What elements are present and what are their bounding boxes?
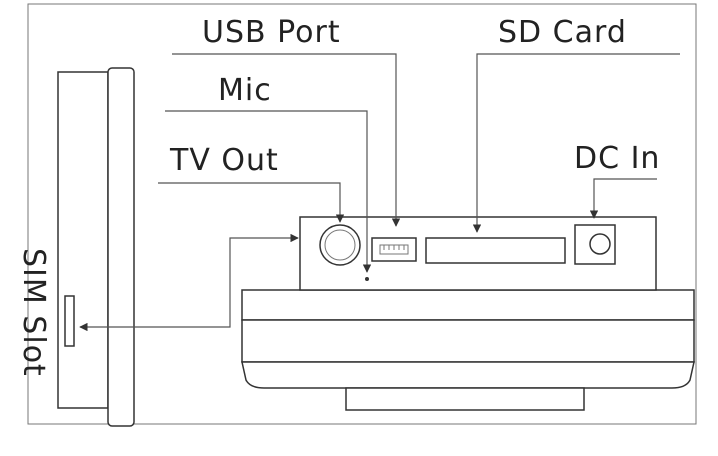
tv-out-leader bbox=[158, 182, 345, 223]
dc-in-leader bbox=[589, 178, 657, 219]
sd-card-leader bbox=[472, 53, 680, 233]
dc-in-label: DC In bbox=[574, 141, 660, 176]
dc-in-jack bbox=[574, 224, 616, 265]
sim-slot-opening bbox=[64, 295, 75, 347]
usb-port-leader bbox=[172, 53, 401, 227]
sd-card-slot bbox=[425, 237, 566, 264]
diagram-frame bbox=[27, 3, 697, 425]
sd-card-label: SD Card bbox=[498, 15, 627, 50]
tv-out-jack bbox=[319, 224, 361, 266]
sim-slot-link bbox=[79, 233, 299, 332]
usb-port bbox=[371, 237, 417, 262]
side-panel bbox=[57, 67, 135, 427]
sim-slot-label: SIM Slot bbox=[16, 248, 51, 377]
tv-out-label: TV Out bbox=[169, 143, 279, 178]
mic-leader bbox=[165, 110, 372, 273]
device-base bbox=[241, 289, 695, 411]
usb-port-label: USB Port bbox=[202, 15, 341, 50]
mic-hole bbox=[365, 277, 369, 281]
mic-label: Mic bbox=[218, 73, 272, 108]
